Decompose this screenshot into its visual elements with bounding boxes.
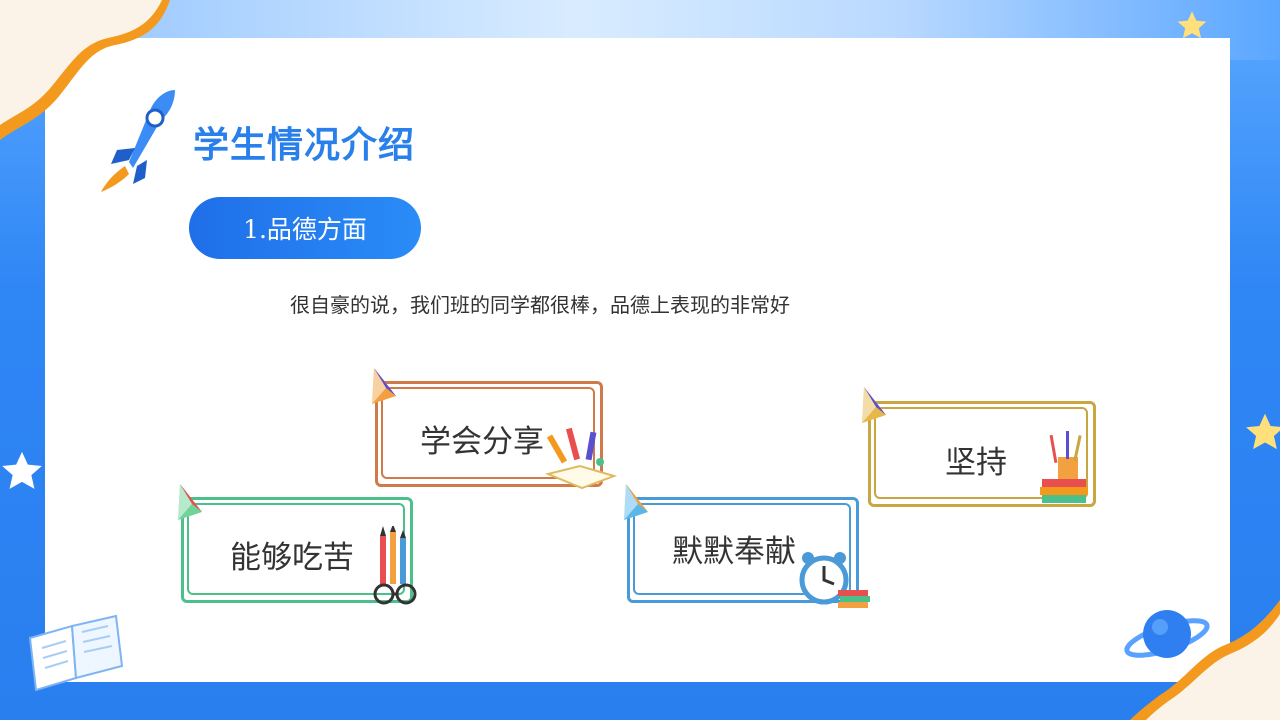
star-icon	[1246, 413, 1280, 450]
card-label: 学会分享	[420, 424, 544, 460]
section-label: 1.品德方面	[243, 215, 367, 244]
card-hardship: 能够吃苦	[174, 482, 424, 622]
card-dedication: 默默奉献	[620, 482, 880, 622]
planet-icon	[1124, 610, 1210, 658]
flag-icon	[862, 387, 886, 423]
star-icon	[1177, 11, 1207, 39]
alarm-clock-icon	[799, 552, 870, 608]
card-label: 默默奉献	[672, 534, 796, 570]
flag-icon	[178, 484, 202, 520]
flag-icon	[624, 484, 648, 520]
page-title: 学生情况介绍	[193, 125, 416, 166]
section-pill: 1.品德方面	[189, 197, 421, 259]
description-text: 很自豪的说，我们班的同学都很棒，品德上表现的非常好	[290, 293, 790, 317]
open-book-icon	[28, 614, 124, 692]
corner-wave-decoration	[0, 0, 170, 140]
flag-icon	[372, 368, 396, 404]
content-panel	[45, 38, 1230, 682]
pencils-icon	[1040, 431, 1088, 503]
card-share: 学会分享	[368, 366, 618, 506]
books-icon	[544, 427, 618, 490]
card-persist: 坚持	[858, 385, 1103, 525]
star-icon	[2, 451, 42, 489]
rocket-icon	[101, 90, 175, 192]
card-label: 能够吃苦	[230, 540, 354, 576]
pencils-icon	[373, 526, 417, 605]
corner-wave-decoration	[1130, 600, 1280, 720]
card-label: 坚持	[945, 445, 1007, 481]
